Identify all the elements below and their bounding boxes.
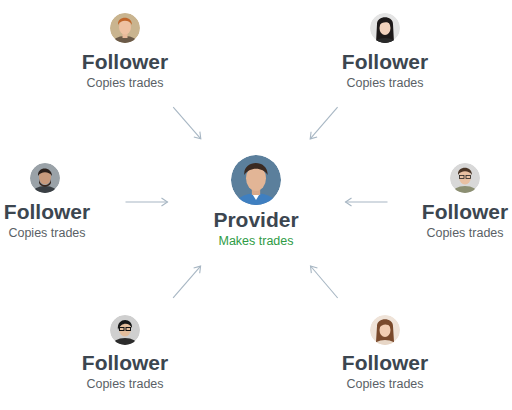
avatar (370, 13, 400, 52)
copy-arrow (173, 107, 201, 139)
avatar (110, 13, 140, 52)
role-title: Follower (0, 200, 95, 224)
copy-arrow (346, 201, 388, 202)
role-description: Copies trades (335, 377, 435, 392)
avatar (110, 315, 140, 354)
provider-node: ProviderMakes trades (198, 155, 314, 249)
role-description: Copies trades (0, 226, 95, 241)
copy-arrow (310, 107, 337, 139)
role-description: Copies trades (75, 76, 175, 91)
role-title: Follower (75, 50, 175, 74)
copy-arrow (311, 266, 338, 298)
avatar (370, 315, 400, 354)
avatar (30, 163, 60, 202)
copy-arrow (173, 266, 201, 298)
role-description: Makes trades (198, 234, 314, 249)
role-description: Copies trades (75, 377, 175, 392)
role-description: Copies trades (335, 76, 435, 91)
follower-node: FollowerCopies trades (0, 163, 95, 241)
role-title: Follower (419, 200, 511, 224)
follower-node: FollowerCopies trades (75, 315, 175, 392)
role-description: Copies trades (419, 226, 511, 241)
follower-node: FollowerCopies trades (335, 315, 435, 392)
follower-node: FollowerCopies trades (75, 13, 175, 91)
role-title: Provider (198, 208, 314, 232)
role-title: Follower (335, 50, 435, 74)
follower-node: FollowerCopies trades (419, 163, 511, 241)
follower-node: FollowerCopies trades (335, 13, 435, 91)
avatar (450, 163, 480, 202)
role-title: Follower (75, 351, 175, 375)
copy-arrow (126, 201, 168, 202)
role-title: Follower (335, 351, 435, 375)
